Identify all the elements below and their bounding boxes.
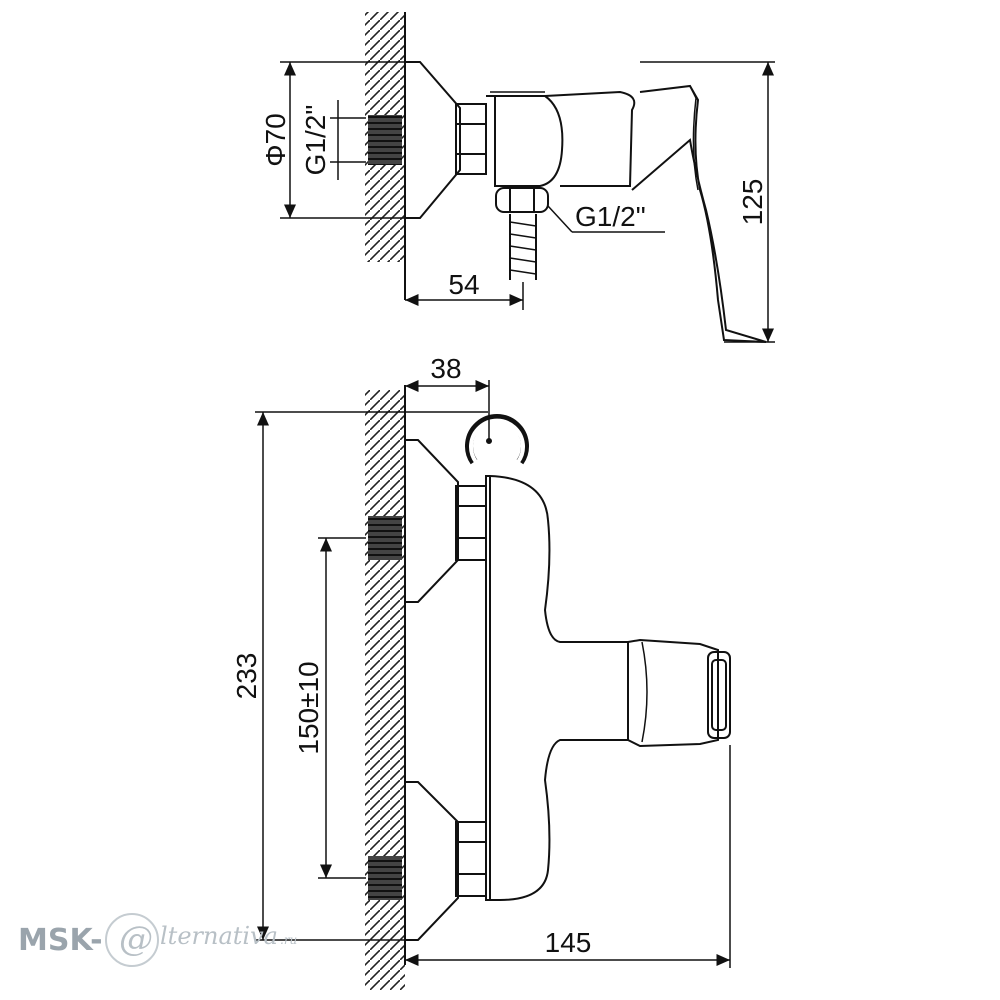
top-view: [280, 12, 775, 343]
watermark-prefix: MSK-: [18, 923, 103, 958]
outlet-thread-top: [509, 214, 537, 280]
inlet-thread-upper: [368, 516, 402, 560]
shower-holder: [465, 414, 529, 465]
escutcheon-top: [405, 61, 461, 219]
dim-depth-54: 54: [448, 269, 479, 300]
front-view: [255, 380, 731, 990]
dim-height-125: 125: [737, 179, 768, 226]
watermark-suffix: lternativa: [160, 922, 278, 950]
watermark-logo: MSK- @ lternativa .ru: [18, 913, 297, 967]
dim-width-145: 145: [545, 927, 592, 958]
hex-nut-lower: [455, 821, 487, 897]
handle-cap-front: [707, 651, 731, 739]
inlet-thread-top: [368, 115, 402, 165]
dim-thread-outlet: G1/2": [575, 201, 646, 232]
inlet-thread-lower: [368, 856, 402, 900]
hex-nut-top: [455, 103, 487, 175]
dim-total-height-233: 233: [231, 653, 262, 700]
dim-holder-38: 38: [430, 353, 461, 384]
watermark-tld: .ru: [280, 933, 297, 947]
dim-phi70: Φ70: [260, 113, 291, 166]
mixer-body-top: [486, 95, 564, 187]
outlet-nut-top: [495, 187, 549, 213]
hex-nut-upper: [455, 485, 487, 561]
cartridge-front: [627, 638, 719, 748]
lever-handle-top: [631, 84, 767, 343]
escutcheon-lower: [405, 781, 459, 941]
watermark-at: @: [119, 919, 153, 959]
dim-thread-inlet: G1/2": [300, 105, 331, 176]
dim-spacing-150: 150±10: [293, 661, 324, 754]
escutcheon-upper: [405, 439, 459, 603]
mixer-body-front: [485, 475, 629, 901]
